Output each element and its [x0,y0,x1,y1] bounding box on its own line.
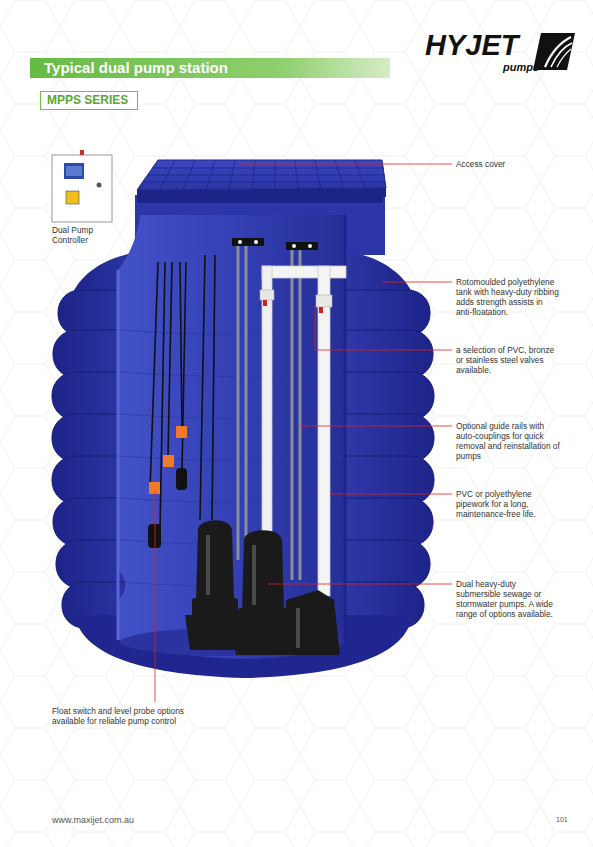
callout-text: Rotomoulded polyethylene tank with heavy… [456,277,560,317]
logo-subtext: pumps [503,61,539,74]
page-number: 101 [556,816,568,825]
callout-text: PVC or polyethylene pipework for a long,… [456,489,560,519]
callout-text: Optional guide rails with auto-couplings… [456,421,560,461]
page-title: Typical dual pump station [44,59,228,76]
callout-text: Dual heavy-duty submersible sewage or st… [456,579,560,619]
callout-text: a selection of PVC, bronze or stainless … [456,345,560,375]
callout-text: Float switch and level probe options ava… [52,706,212,726]
controller-label: Dual Pump Controller [52,225,114,245]
series-box: MPPS SERIES [40,91,138,110]
logo-text: HYJET [425,31,518,60]
footer-url: www.maxijet.com.au [52,815,134,826]
box-text: MPPS SERIES [47,93,131,107]
callout-text: Access cover [456,159,560,169]
